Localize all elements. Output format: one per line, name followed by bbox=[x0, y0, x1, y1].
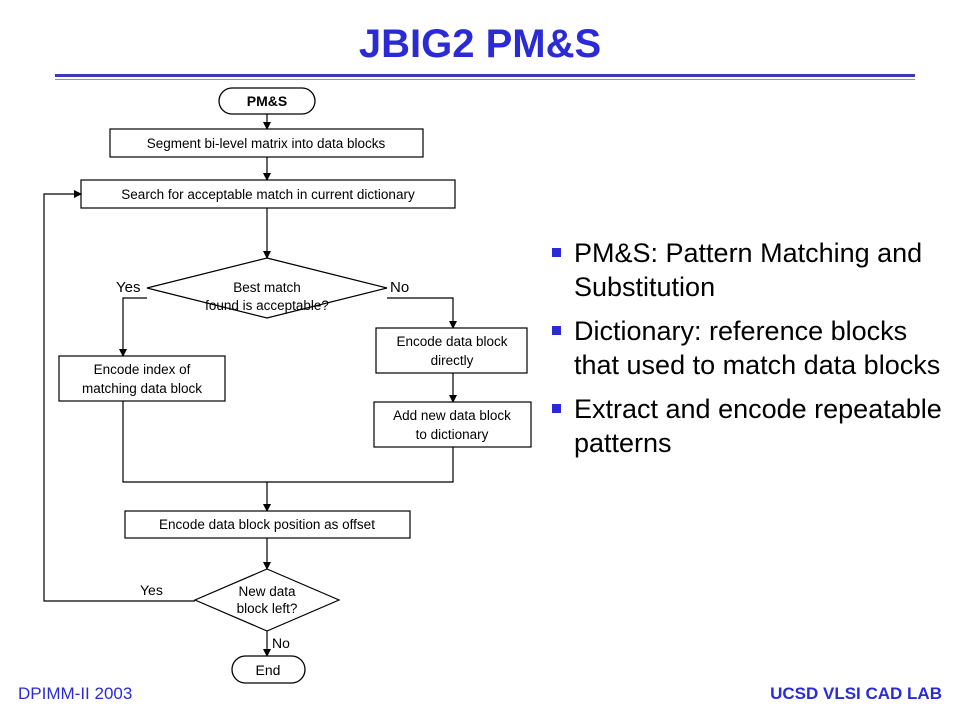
merge-line-left bbox=[122, 401, 454, 483]
encode-direct-line2: directly bbox=[431, 353, 474, 368]
bullet-item: PM&S: Pattern Matching and Substitution bbox=[552, 236, 952, 304]
encode-position-label: Encode data block position as offset bbox=[159, 517, 375, 532]
add-new-line1: Add new data block bbox=[393, 408, 511, 423]
end-label: End bbox=[256, 662, 281, 678]
bullet-text: Dictionary: reference blocks that used t… bbox=[574, 316, 941, 380]
encode-direct-box bbox=[375, 327, 528, 374]
decision-new-block bbox=[193, 568, 341, 632]
decision2-line2: block left? bbox=[237, 601, 298, 616]
arrow-yes-encode-index bbox=[119, 297, 147, 357]
bullet-item: Dictionary: reference blocks that used t… bbox=[552, 314, 952, 382]
title-underline-thin bbox=[55, 79, 915, 80]
encode-direct-line1: Encode data block bbox=[396, 334, 507, 349]
encode-index-box bbox=[58, 355, 226, 402]
decision1-line1: Best match bbox=[233, 280, 301, 295]
bullet-text: Extract and encode repeatable patterns bbox=[574, 394, 942, 458]
encode-index-line2: matching data block bbox=[82, 381, 202, 396]
decision1-line2: found is acceptable? bbox=[205, 298, 329, 313]
arrow-no-encode-direct bbox=[387, 297, 457, 329]
start-label: PM&S bbox=[247, 93, 287, 109]
footer-left: DPIMM-II 2003 bbox=[18, 684, 133, 703]
square-bullet-icon bbox=[552, 326, 561, 335]
add-new-line2: to dictionary bbox=[416, 427, 489, 442]
search-box bbox=[80, 179, 456, 209]
footer-right: UCSD VLSI CAD LAB bbox=[770, 684, 942, 703]
add-new-box bbox=[373, 401, 532, 448]
bullet-list: PM&S: Pattern Matching and Substitution … bbox=[552, 236, 952, 470]
bullet-item: Extract and encode repeatable patterns bbox=[552, 392, 952, 460]
title-underline bbox=[55, 74, 915, 77]
decision2-line1: New data bbox=[238, 584, 296, 599]
search-label: Search for acceptable match in current d… bbox=[121, 187, 415, 202]
no-label-2: No bbox=[272, 635, 290, 651]
encode-index-line1: Encode index of bbox=[94, 362, 191, 377]
end-terminal bbox=[231, 655, 306, 684]
yes-label-1: Yes bbox=[116, 279, 140, 296]
loop-back-arrow bbox=[43, 190, 195, 602]
yes-label-2: Yes bbox=[140, 582, 163, 598]
square-bullet-icon bbox=[552, 248, 561, 257]
square-bullet-icon bbox=[552, 404, 561, 413]
decision-best-match bbox=[146, 257, 388, 319]
no-label-1: No bbox=[390, 279, 409, 296]
segment-label: Segment bi-level matrix into data blocks bbox=[147, 136, 386, 151]
bullet-text: PM&S: Pattern Matching and Substitution bbox=[574, 238, 923, 302]
slide-title: JBIG2 PM&S bbox=[358, 22, 602, 66]
